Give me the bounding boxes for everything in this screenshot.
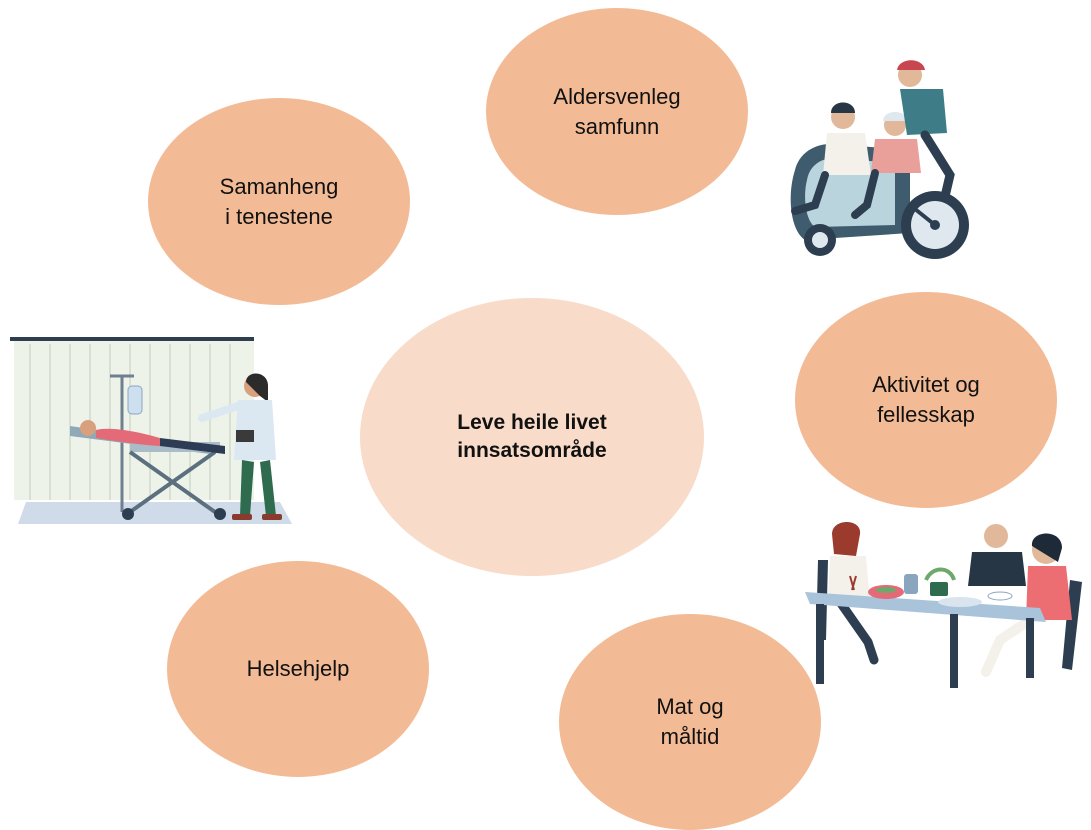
center-bubble: Leve heile livet innsatsområde — [360, 298, 704, 576]
topic-label-mat: Mat og måltid — [656, 694, 724, 749]
topic-label-aktivitet: Aktivitet og fellesskap — [872, 372, 980, 427]
topic-bubble-samanheng: Samanheng i tenestene — [148, 98, 410, 305]
topic-bubble-helsehjelp: Helsehjelp — [167, 561, 429, 777]
hospital-bed-icon — [10, 337, 292, 524]
topic-bubble-aldersvenleg: Aldersvenleg samfunn — [486, 8, 748, 215]
topic-label-samanheng: Samanheng i tenestene — [219, 173, 339, 229]
topic-label-aldersvenleg: Aldersvenleg samfunn — [553, 83, 681, 139]
dinner-table-icon — [805, 522, 1082, 688]
topic-bubble-aktivitet: Aktivitet og fellesskap — [795, 292, 1057, 508]
center-label: Leve heile livet innsatsområde — [457, 410, 607, 462]
topic-bubble-mat: Mat og måltid — [559, 614, 821, 830]
rickshaw-bike-icon — [790, 60, 969, 259]
topic-label-helsehjelp: Helsehjelp — [246, 656, 350, 682]
